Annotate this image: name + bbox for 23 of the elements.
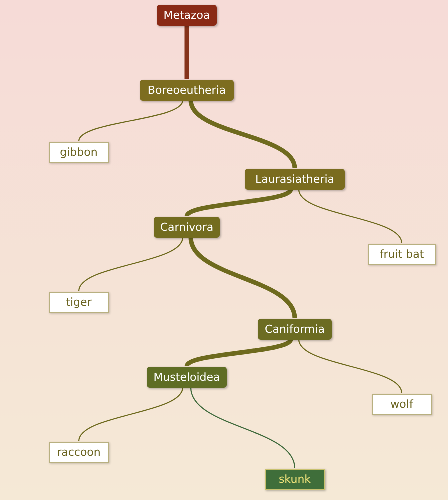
branch-line [188, 100, 298, 170]
branch-line [298, 189, 403, 244]
clade-label-box: Carnivora [154, 216, 220, 238]
leaf-label-box: raccoon [49, 442, 109, 462]
clade-label-box: Caniformia [258, 318, 332, 340]
branch-line [78, 387, 184, 442]
clade-label-box: Boreoeutheria [140, 80, 234, 100]
branch-line [190, 387, 296, 469]
leaf-label-box: fruit bat [368, 244, 436, 264]
clade-label-box: Metazoa [157, 4, 217, 26]
leaf-label-box: tiger [49, 292, 109, 312]
branch-line [185, 188, 293, 218]
branch-line [78, 237, 184, 292]
branch-line [188, 237, 298, 319]
branch-line [184, 26, 190, 80]
branch-line [185, 338, 293, 368]
clade-label-box: Musteloidea [147, 366, 227, 388]
clade-label-box: Laurasiatheria [245, 168, 345, 190]
leaf-label-box: wolf [372, 394, 432, 414]
branch-line [78, 100, 184, 142]
leaf-label-box: gibbon [49, 142, 109, 162]
branch-line [298, 339, 403, 394]
clade-label-box: skunk [265, 468, 325, 490]
